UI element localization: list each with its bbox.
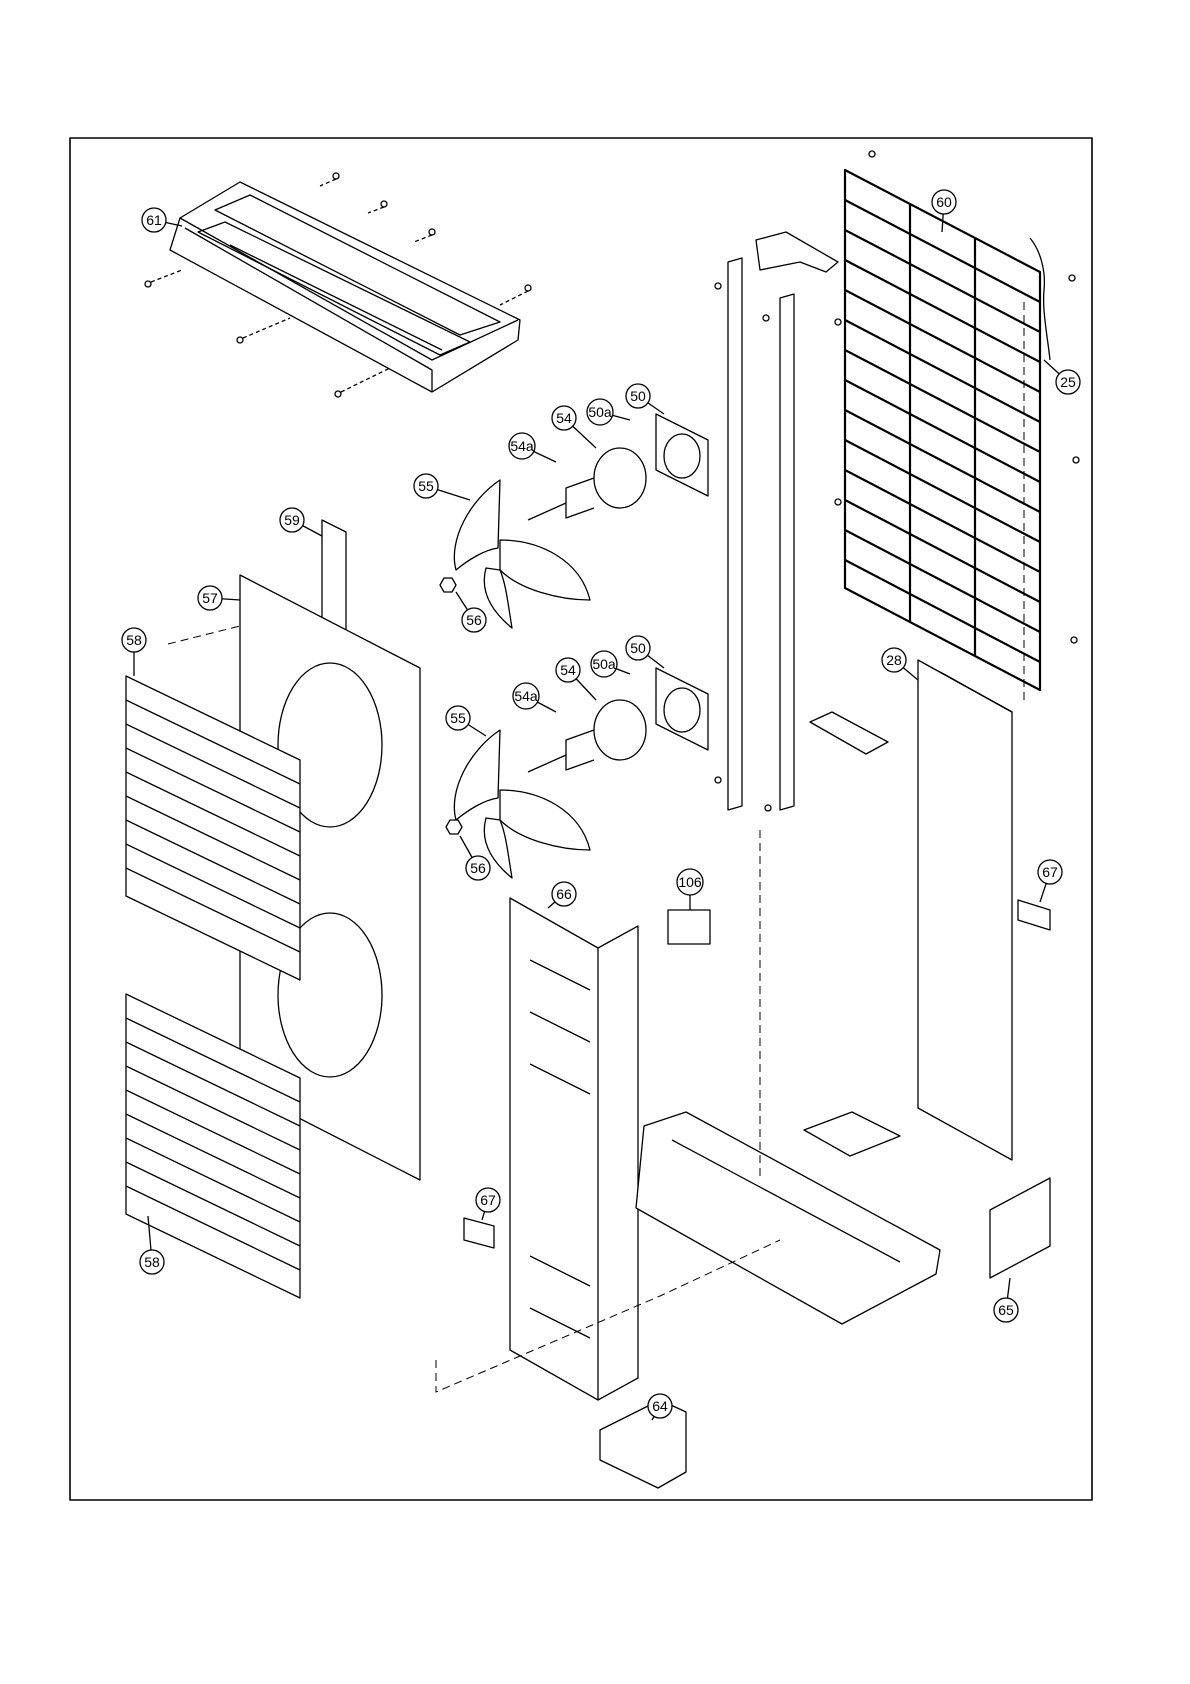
callout-label: 60 xyxy=(936,194,952,210)
callout-label: 57 xyxy=(202,590,218,606)
callout-label: 54a xyxy=(514,688,538,704)
base-pan xyxy=(636,1112,940,1324)
callout-54: 54 xyxy=(556,658,596,700)
callout-label: 64 xyxy=(652,1398,668,1414)
callout-label: 66 xyxy=(556,886,572,902)
part-50-upper-motor-bracket xyxy=(656,414,708,496)
callout-label: 61 xyxy=(146,212,162,228)
callout-28: 28 xyxy=(882,648,918,680)
part-65-side-cover xyxy=(990,1178,1050,1278)
callout-54a: 54a xyxy=(513,683,556,712)
callout-label: 67 xyxy=(480,1192,496,1208)
callout-67: 67 xyxy=(476,1188,500,1220)
part-106-terminal-block xyxy=(668,910,710,944)
callout-label: 55 xyxy=(418,478,434,494)
part-66-front-side-panel xyxy=(510,898,638,1400)
part-54-lower-fan-motor xyxy=(528,700,646,772)
callout-50a: 50a xyxy=(587,399,630,425)
mount-bracket xyxy=(810,712,888,754)
callout-56: 56 xyxy=(456,592,486,632)
callout-label: 54 xyxy=(560,662,576,678)
part-60-wire-grille xyxy=(845,170,1040,690)
service-plate xyxy=(804,1112,900,1156)
callout-label: 28 xyxy=(886,652,902,668)
callout-54a: 54a xyxy=(509,433,556,462)
callout-57: 57 xyxy=(198,586,240,610)
callout-label: 55 xyxy=(450,710,466,726)
callout-label: 67 xyxy=(1042,864,1058,880)
callout-label: 50a xyxy=(592,656,616,672)
part-56-upper-nut xyxy=(440,578,456,592)
callout-label: 50a xyxy=(588,404,612,420)
part-56-lower-nut xyxy=(446,820,462,834)
callout-label: 54a xyxy=(510,438,534,454)
part-64-corner-cover xyxy=(600,1400,686,1488)
part-50-lower-motor-bracket xyxy=(656,668,708,750)
callout-61: 61 xyxy=(142,208,182,232)
callout-label: 65 xyxy=(998,1302,1014,1318)
callout-55: 55 xyxy=(446,706,486,736)
callout-label: 50 xyxy=(630,388,646,404)
callout-label: 56 xyxy=(466,612,482,628)
callout-50a: 50a xyxy=(591,651,630,677)
part-67-lower-cap xyxy=(464,1218,494,1248)
part-55-upper-propeller-fan xyxy=(454,480,590,628)
callout-59: 59 xyxy=(280,508,322,536)
callout-50: 50 xyxy=(626,384,664,414)
callout-label: 58 xyxy=(126,632,142,648)
callout-66: 66 xyxy=(548,882,576,908)
part-61-top-panel xyxy=(170,182,520,392)
callout-25: 25 xyxy=(1044,360,1080,394)
callout-65: 65 xyxy=(994,1278,1018,1322)
callout-58: 58 xyxy=(122,628,146,676)
callout-50: 50 xyxy=(626,636,664,668)
callout-106: 106 xyxy=(677,869,703,910)
callout-label: 56 xyxy=(470,860,486,876)
callout-label: 58 xyxy=(144,1254,160,1270)
part-28-right-side-panel xyxy=(918,660,1012,1160)
callout-67: 67 xyxy=(1038,860,1062,902)
callout-label: 106 xyxy=(678,874,702,890)
bracket-screws xyxy=(715,283,771,811)
callout-55: 55 xyxy=(414,474,470,500)
callout-label: 59 xyxy=(284,512,300,528)
callout-label: 25 xyxy=(1060,374,1076,390)
part-60-screws xyxy=(835,151,1079,643)
callout-label: 54 xyxy=(556,410,572,426)
part-67-upper-cap xyxy=(1018,900,1050,930)
callout-label: 50 xyxy=(630,640,646,656)
part-54-upper-fan-motor xyxy=(528,448,646,520)
